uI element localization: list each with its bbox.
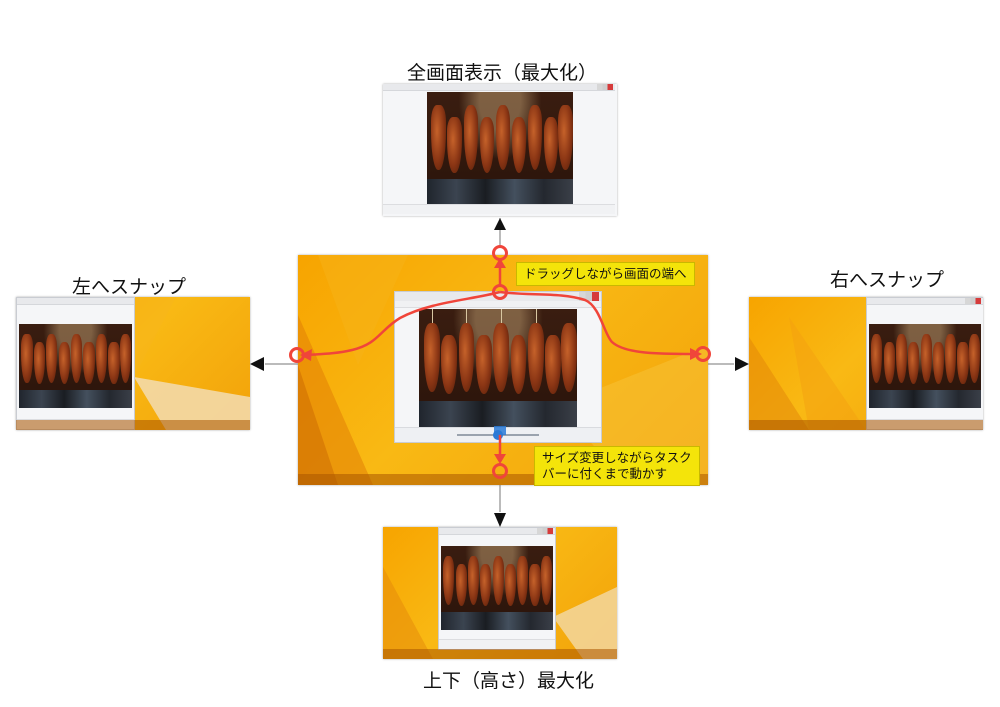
window-controlbar bbox=[383, 204, 615, 214]
note-text-line2: バーに付くまで動かす bbox=[542, 466, 668, 481]
maximized-window bbox=[383, 84, 615, 214]
note-drag-to-edge: ドラッグしながら画面の端へ bbox=[516, 262, 695, 286]
caption-vertical-max: 上下（高さ）最大化 bbox=[423, 670, 595, 692]
ring-marker-icon bbox=[492, 463, 508, 479]
taskbar bbox=[298, 474, 708, 485]
arrowhead-icon bbox=[735, 357, 749, 371]
desktop-decoration bbox=[383, 567, 617, 659]
arrowhead-icon bbox=[494, 513, 506, 527]
caption-maximize: 全画面表示（最大化） bbox=[407, 62, 598, 84]
window-controls[interactable] bbox=[579, 292, 599, 301]
ring-marker-icon bbox=[492, 245, 508, 261]
screenshot-snap-left bbox=[16, 297, 250, 430]
screenshot-snap-right bbox=[749, 297, 983, 430]
screenshot-maximized bbox=[383, 84, 617, 216]
ham-photo bbox=[869, 324, 981, 408]
desktop-decoration bbox=[749, 317, 866, 430]
window-titlebar bbox=[383, 84, 615, 91]
caption-snap-right: 右へスナップ bbox=[830, 269, 945, 291]
caption-snap-left: 左へスナップ bbox=[72, 276, 187, 298]
photo-viewer-window[interactable] bbox=[394, 291, 602, 443]
ring-marker-icon bbox=[289, 347, 305, 363]
arrowhead-icon bbox=[494, 218, 506, 230]
ham-photo bbox=[427, 92, 573, 204]
snapped-right-window bbox=[866, 297, 983, 430]
ham-photo bbox=[441, 546, 553, 630]
ring-marker-icon bbox=[492, 284, 508, 300]
note-text: ドラッグしながら画面の端へ bbox=[524, 266, 687, 281]
desktop-decoration bbox=[134, 297, 250, 430]
viewer-controlbar bbox=[395, 427, 601, 442]
window-controls bbox=[597, 84, 613, 90]
vertical-max-window bbox=[438, 527, 556, 650]
note-resize: サイズ変更しながらタスク バーに付くまで動かす bbox=[534, 446, 700, 486]
snapped-left-window bbox=[16, 297, 135, 430]
arrowhead-icon bbox=[250, 357, 264, 371]
window-menubar bbox=[395, 301, 601, 308]
screenshot-vertical-max bbox=[383, 527, 617, 659]
play-icon[interactable] bbox=[493, 430, 503, 440]
ham-photo bbox=[19, 324, 132, 408]
note-text-line1: サイズ変更しながらタスク bbox=[542, 450, 692, 465]
ring-marker-icon bbox=[695, 346, 711, 362]
ham-photo bbox=[419, 309, 577, 427]
